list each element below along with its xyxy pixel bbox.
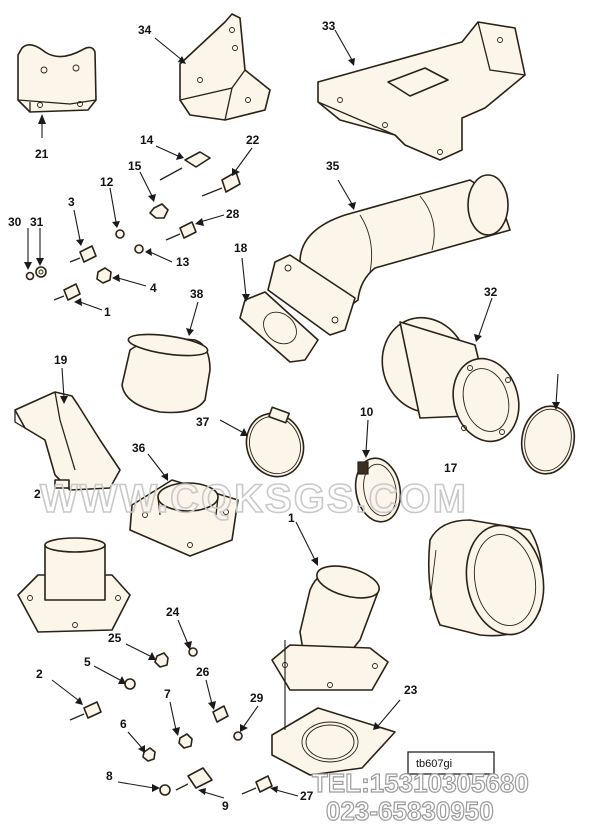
nut-4 bbox=[96, 267, 112, 284]
callout-2: 2 bbox=[36, 667, 43, 681]
part-35-elbow-pipe bbox=[267, 174, 511, 336]
callout-4: 4 bbox=[150, 281, 157, 295]
bolt-2 bbox=[69, 701, 102, 721]
callout-25: 25 bbox=[108, 631, 122, 645]
callout-21: 21 bbox=[35, 147, 49, 161]
callout-5: 5 bbox=[84, 655, 91, 669]
part-10-v-clamp bbox=[354, 457, 402, 523]
part-23-gasket bbox=[271, 707, 396, 776]
bolt-1 bbox=[53, 283, 81, 301]
callout-19: 19 bbox=[54, 353, 68, 367]
watermark-site: WWW.CQKSGS.COM bbox=[40, 477, 468, 521]
bolt-14 bbox=[159, 151, 211, 181]
callout-23: 23 bbox=[404, 683, 418, 697]
callout-30: 30 bbox=[8, 215, 22, 229]
bolt-22 bbox=[201, 171, 241, 197]
bolt-28 bbox=[165, 221, 197, 241]
callout-34: 34 bbox=[138, 23, 152, 37]
washer-5 bbox=[124, 678, 136, 690]
part-19-support bbox=[14, 391, 121, 491]
nut-25 bbox=[154, 652, 169, 668]
reference-code: tb607gi bbox=[416, 758, 452, 770]
part-21-bracket bbox=[17, 44, 97, 113]
callout-18: 18 bbox=[234, 241, 248, 255]
callout-13: 13 bbox=[176, 255, 190, 269]
callout-22: 22 bbox=[246, 133, 260, 147]
callout-6: 6 bbox=[120, 717, 127, 731]
bolt-3 bbox=[69, 245, 97, 263]
callout-35: 35 bbox=[326, 159, 340, 173]
callout-labels: 21 34 33 14 22 15 12 3 28 30 31 13 4 1 3… bbox=[8, 19, 498, 813]
bolt-27 bbox=[241, 775, 273, 795]
washer-30 bbox=[25, 271, 35, 281]
callout-3: 3 bbox=[68, 195, 75, 209]
callout-2-upper: 2 bbox=[34, 487, 41, 501]
part-18-gasket bbox=[239, 291, 319, 363]
part-33-bracket-plate bbox=[317, 21, 526, 161]
washer-13 bbox=[134, 244, 144, 254]
part-17-flanged-connector bbox=[427, 519, 545, 637]
callout-9: 9 bbox=[222, 799, 229, 813]
part-38-sleeve bbox=[121, 333, 211, 414]
callout-33: 33 bbox=[322, 19, 336, 33]
callout-1-lower: 1 bbox=[288, 511, 295, 525]
callout-36: 36 bbox=[132, 441, 146, 455]
callout-26: 26 bbox=[196, 665, 210, 679]
callout-38: 38 bbox=[190, 287, 204, 301]
callout-17: 17 bbox=[444, 461, 458, 475]
part-34-bracket bbox=[179, 13, 271, 121]
callout-29: 29 bbox=[250, 691, 264, 705]
callout-24: 24 bbox=[166, 605, 180, 619]
o-ring bbox=[520, 405, 576, 475]
callout-37: 37 bbox=[196, 415, 210, 429]
part-square-flange-cup bbox=[17, 537, 131, 633]
part-elbow-square-flange bbox=[271, 565, 389, 691]
washer-12 bbox=[115, 229, 125, 239]
leader-lines bbox=[24, 29, 560, 799]
callout-15: 15 bbox=[128, 159, 142, 173]
washer-24 bbox=[188, 647, 198, 657]
callout-1: 1 bbox=[104, 305, 111, 319]
callout-7: 7 bbox=[164, 687, 171, 701]
callout-32: 32 bbox=[484, 285, 498, 299]
reference-box: tb607gi bbox=[407, 751, 495, 775]
nut-6 bbox=[142, 747, 156, 762]
bolt-26 bbox=[212, 705, 229, 723]
washer-8 bbox=[159, 784, 171, 796]
callout-27: 27 bbox=[300, 789, 314, 803]
watermark: WWW.CQKSGS.COM TEL:15310305680 023-65830… bbox=[39, 476, 529, 826]
watermark-phone: 023-65830950 bbox=[326, 796, 494, 826]
part-37-clamp bbox=[245, 406, 305, 478]
nut-7 bbox=[178, 733, 193, 749]
callout-28: 28 bbox=[226, 207, 240, 221]
callout-10: 10 bbox=[360, 405, 374, 419]
callout-12: 12 bbox=[100, 175, 114, 189]
nut-15 bbox=[149, 203, 169, 219]
part-32-outlet-housing bbox=[381, 316, 520, 443]
callout-31: 31 bbox=[30, 215, 44, 229]
part-36-flange bbox=[129, 479, 239, 557]
callout-14: 14 bbox=[140, 133, 154, 147]
callout-8: 8 bbox=[106, 769, 113, 783]
washer-29 bbox=[233, 731, 243, 741]
bolt-9 bbox=[175, 767, 213, 791]
watermark-tel: TEL:15310305680 bbox=[312, 768, 529, 798]
nut-31 bbox=[35, 266, 47, 278]
